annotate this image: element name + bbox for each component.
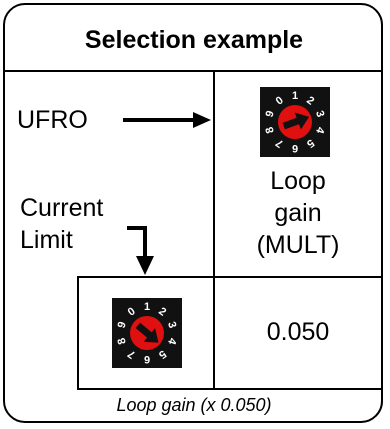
dial-digit: 8 bbox=[116, 336, 129, 346]
ufro-arrow-icon bbox=[123, 112, 211, 128]
loop-gain-label: Loop gain (MULT) bbox=[256, 167, 340, 259]
dial-digit: 4 bbox=[313, 125, 327, 135]
footer-note: Loop gain (x 0.050) bbox=[116, 395, 272, 415]
dial-digit: 9 bbox=[264, 109, 277, 119]
dial-digit: 4 bbox=[165, 336, 179, 346]
dial-digit: 3 bbox=[313, 109, 326, 119]
selection-example-card bbox=[3, 3, 383, 423]
dial-pointer bbox=[282, 112, 310, 130]
dial-digit: 1 bbox=[292, 90, 298, 102]
dial-digit: 8 bbox=[264, 125, 277, 135]
current-limit-arrow-icon bbox=[127, 226, 154, 275]
dial-digit: 6 bbox=[144, 353, 150, 365]
dial-pointer bbox=[135, 322, 159, 343]
loop-gain-value-cell bbox=[213, 276, 383, 390]
dial-digit: 6 bbox=[292, 142, 298, 154]
header-divider bbox=[5, 70, 383, 72]
ufro-label: UFRO bbox=[17, 106, 88, 134]
current-limit-label: Current Limit bbox=[20, 194, 104, 254]
dial-digit: 1 bbox=[144, 301, 150, 313]
current-limit-dial-cell bbox=[77, 276, 215, 390]
dial-digit: 9 bbox=[116, 320, 129, 330]
card-title: Selection example bbox=[84, 26, 304, 54]
loop-gain-value: 0.050 bbox=[266, 318, 330, 346]
dial-digit: 3 bbox=[165, 320, 178, 330]
